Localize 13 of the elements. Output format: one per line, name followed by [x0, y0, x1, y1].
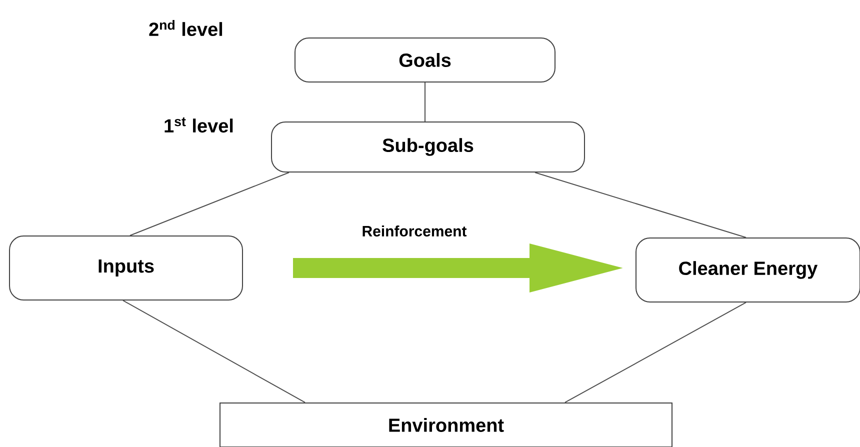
connector-line [130, 172, 290, 236]
process-box: Environment [220, 402, 672, 447]
connector-line [424, 82, 426, 122]
rounded-box: Goals [294, 38, 556, 82]
rounded-box: Inputs [9, 236, 243, 300]
edge-label: Reinforcement [362, 225, 467, 236]
level-label: 1$^{st}$ level [164, 117, 233, 133]
connector-line [534, 172, 746, 238]
rounded-box: Cleaner Energy [636, 238, 860, 302]
level-label: 2$^{nd}$ level [149, 20, 222, 36]
connector-line [122, 300, 306, 403]
rounded-box: Sub-goals [271, 122, 585, 172]
connector-line [564, 302, 746, 403]
